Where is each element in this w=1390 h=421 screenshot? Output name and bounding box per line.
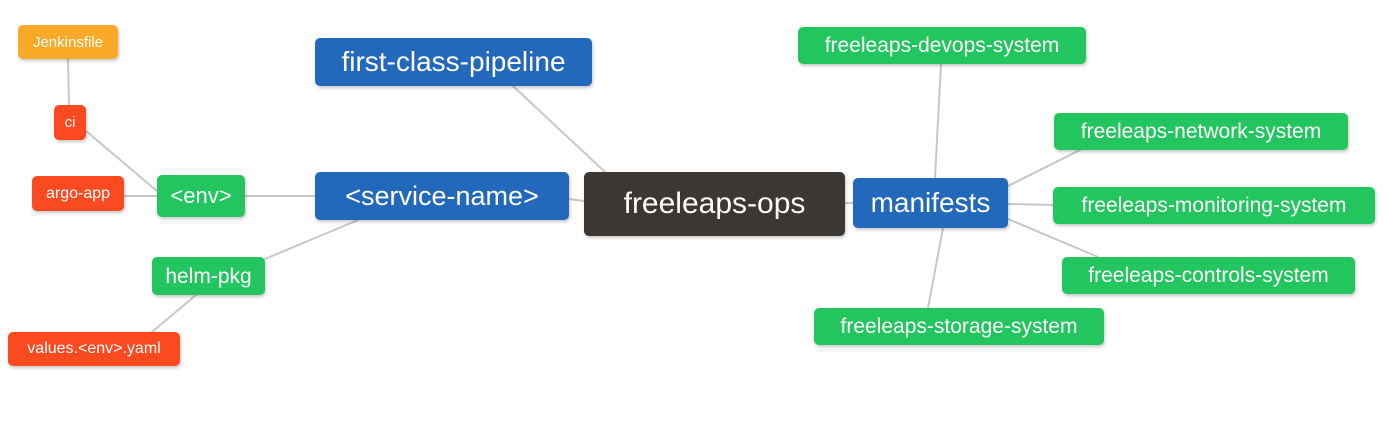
node-freeleaps-ops[interactable]: freeleaps-ops xyxy=(584,172,845,236)
node-label-freeleaps-network-system: freeleaps-network-system xyxy=(1080,120,1322,143)
node-env[interactable]: <env> xyxy=(157,175,245,217)
node-freeleaps-network-system[interactable]: freeleaps-network-system xyxy=(1054,113,1348,150)
node-service-name[interactable]: <service-name> xyxy=(315,172,569,220)
node-label-service-name: <service-name> xyxy=(345,180,539,211)
edge-manifests-to-freeleaps-devops-system xyxy=(934,63,942,179)
node-label-freeleaps-controls-system: freeleaps-controls-system xyxy=(1088,264,1329,287)
node-first-class-pipeline[interactable]: first-class-pipeline xyxy=(315,38,592,86)
edge-manifests-to-freeleaps-controls-system xyxy=(1007,218,1099,258)
edge-manifests-to-freeleaps-network-system xyxy=(1007,149,1081,187)
node-argo-app[interactable]: argo-app xyxy=(32,176,124,211)
node-label-env: <env> xyxy=(170,183,232,208)
node-label-manifests: manifests xyxy=(870,187,991,218)
node-label-freeleaps-monitoring-system: freeleaps-monitoring-system xyxy=(1081,194,1347,217)
edge-manifests-to-freeleaps-monitoring-system xyxy=(1007,203,1054,206)
node-jenkinsfile[interactable]: Jenkinsfile xyxy=(18,25,118,59)
node-label-helm-pkg: helm-pkg xyxy=(165,264,252,288)
node-label-freeleaps-ops: freeleaps-ops xyxy=(623,187,806,220)
node-freeleaps-controls-system[interactable]: freeleaps-controls-system xyxy=(1062,257,1355,294)
edge-manifests-to-freeleaps-storage-system xyxy=(927,227,944,309)
node-label-values-yaml: values.<env>.yaml xyxy=(27,340,161,357)
edge-service-name-to-helm-pkg xyxy=(264,219,359,260)
node-freeleaps-devops-system[interactable]: freeleaps-devops-system xyxy=(798,27,1086,64)
edge-service-name-to-freeleaps-ops xyxy=(568,198,585,202)
node-freeleaps-monitoring-system[interactable]: freeleaps-monitoring-system xyxy=(1053,187,1375,224)
node-label-jenkinsfile: Jenkinsfile xyxy=(32,33,104,51)
node-label-freeleaps-storage-system: freeleaps-storage-system xyxy=(840,315,1078,338)
node-label-freeleaps-devops-system: freeleaps-devops-system xyxy=(824,34,1060,57)
node-label-first-class-pipeline: first-class-pipeline xyxy=(341,46,566,77)
edge-first-class-pipeline-to-freeleaps-ops xyxy=(512,85,606,173)
node-ci[interactable]: ci xyxy=(54,105,86,140)
node-label-argo-app: argo-app xyxy=(45,184,111,202)
node-freeleaps-storage-system[interactable]: freeleaps-storage-system xyxy=(814,308,1104,345)
node-helm-pkg[interactable]: helm-pkg xyxy=(152,257,265,295)
edge-helm-pkg-to-values-yaml xyxy=(151,294,197,333)
node-values-yaml[interactable]: values.<env>.yaml xyxy=(8,332,180,366)
node-label-ci: ci xyxy=(64,114,76,131)
node-manifests[interactable]: manifests xyxy=(853,178,1008,228)
edge-jenkinsfile-to-ci xyxy=(67,58,70,106)
